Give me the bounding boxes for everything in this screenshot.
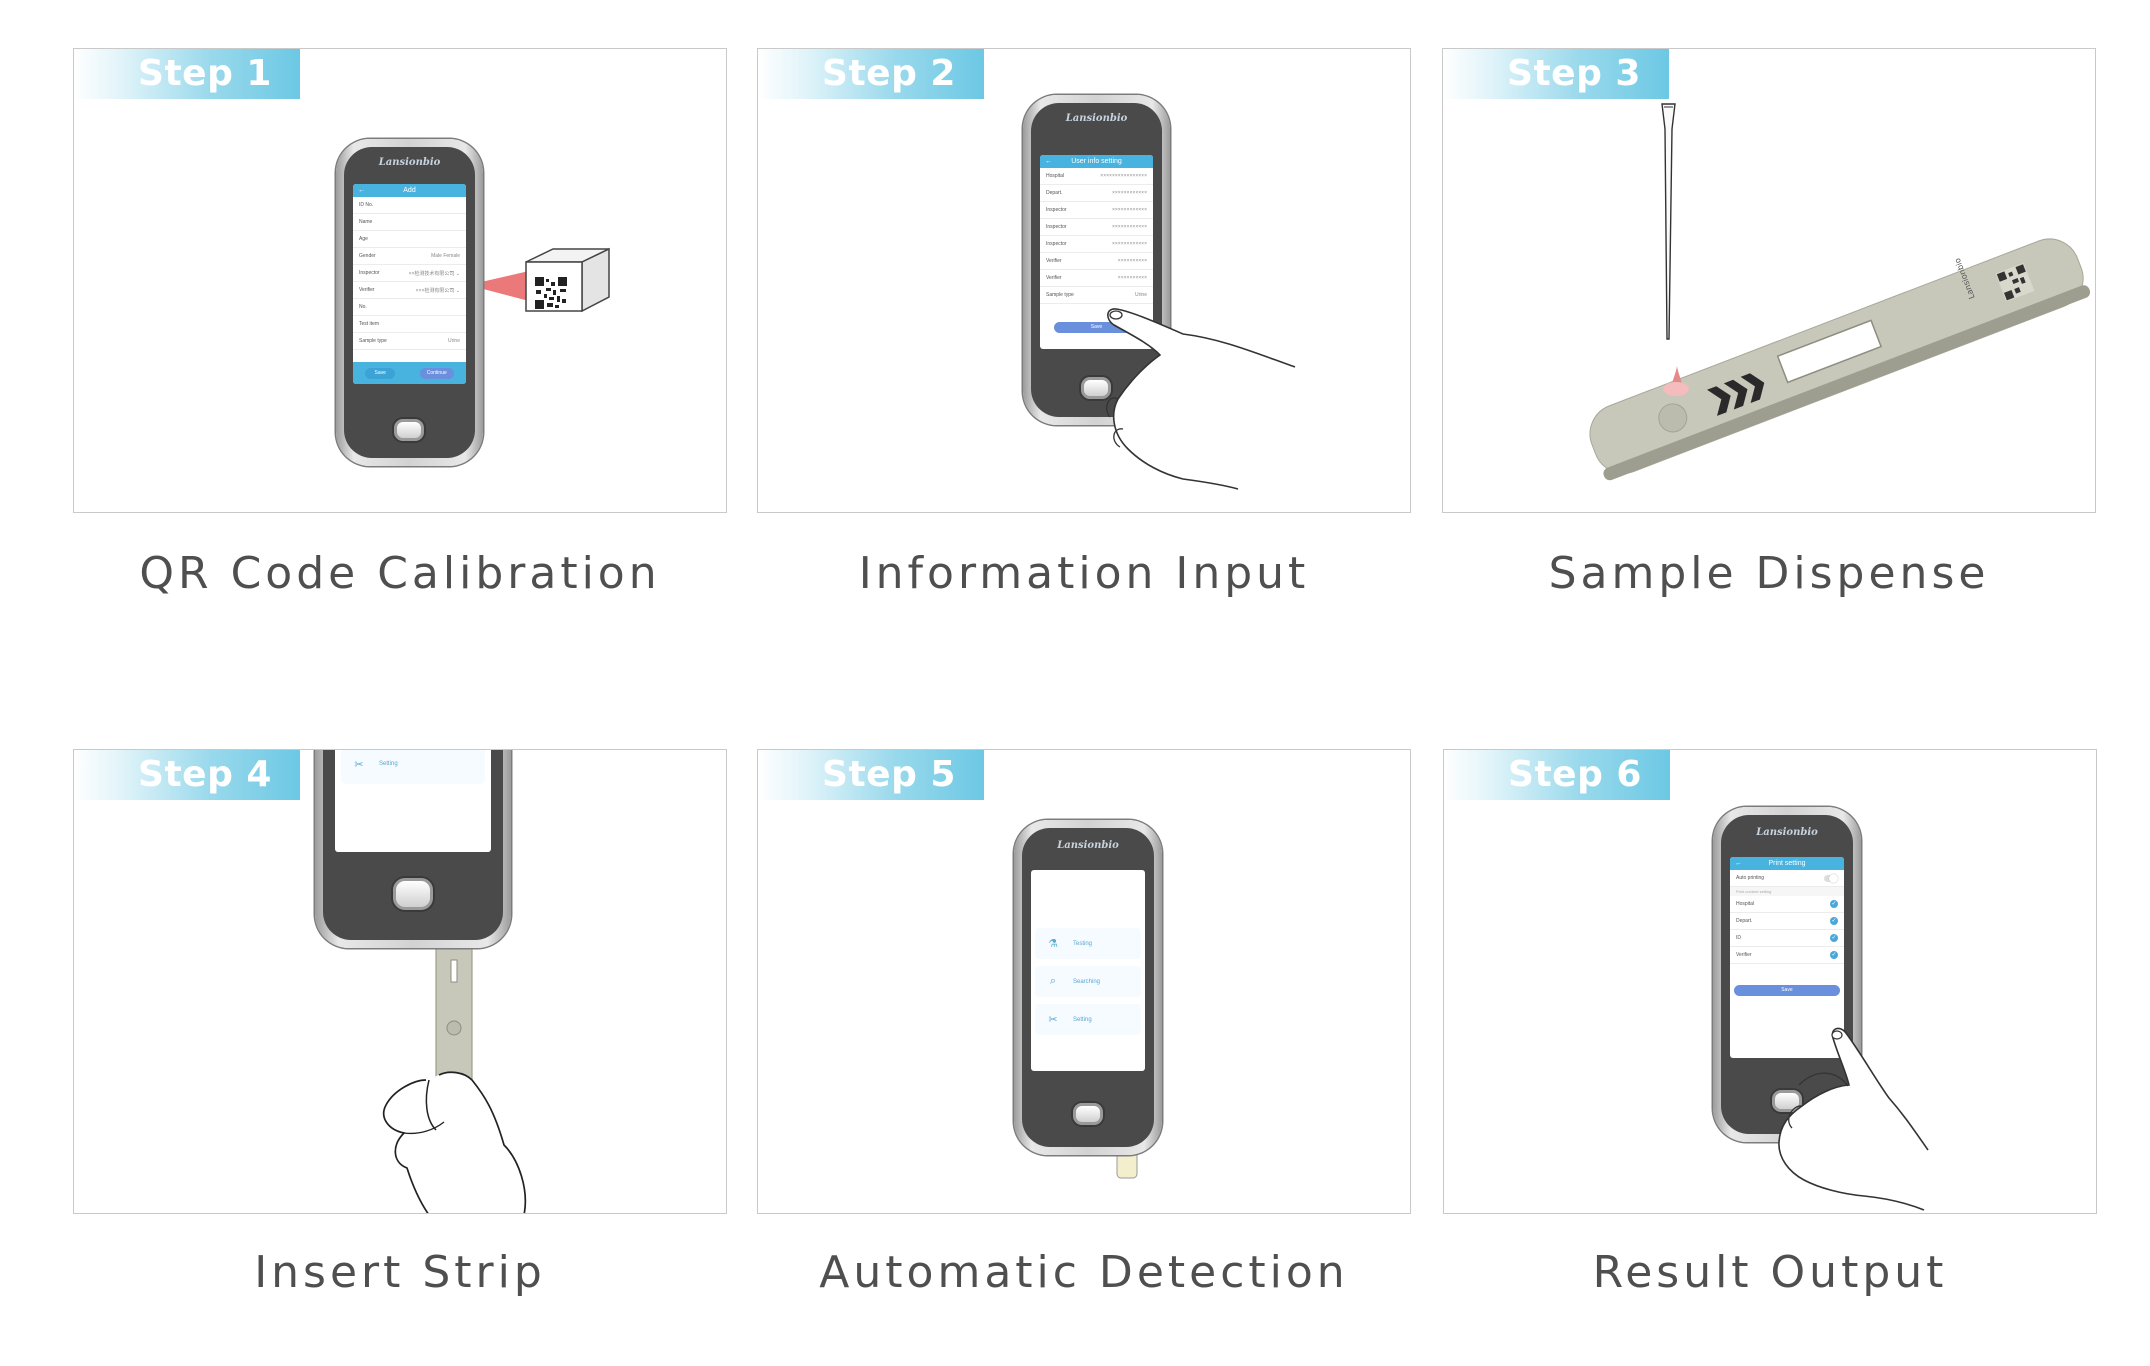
toggle-switch[interactable] bbox=[1824, 873, 1838, 883]
hand-tapping-illustration bbox=[1106, 308, 1296, 490]
step-3-caption: Sample Dispense bbox=[1548, 548, 1990, 599]
step-6-badge: Step 6 bbox=[1444, 750, 1670, 800]
back-arrow-icon[interactable]: ← bbox=[1735, 860, 1742, 867]
form-row[interactable]: Inspector×××××××××××× bbox=[1040, 202, 1153, 219]
menu-tile-setting[interactable]: ✂Setting bbox=[1035, 1004, 1141, 1035]
arrow-chevron-icon bbox=[1706, 373, 1765, 416]
step-1-badge: Step 1 bbox=[74, 49, 300, 99]
sample-dispense-illustration: Lansionbio bbox=[1589, 103, 2091, 481]
step-4-card: Step 4 ✂ Setting ©Copyright 2018 Nanjing… bbox=[73, 749, 727, 1214]
step-5-badge: Step 5 bbox=[758, 750, 984, 800]
auto-print-toggle-row[interactable]: Auto printing bbox=[1730, 870, 1844, 887]
step-4-caption: Insert Strip bbox=[254, 1247, 546, 1298]
wrench-icon: ✂ bbox=[1048, 1014, 1058, 1026]
analyzer-device: Lansionbio Lansionbio ⚗Testing ⌕Searchin… bbox=[1014, 820, 1162, 1155]
analyzer-device: Lansionbio ←Print setting Auto printing … bbox=[1713, 807, 1861, 1142]
check-row[interactable]: ID✓ bbox=[1730, 930, 1844, 947]
continue-button[interactable]: Continue bbox=[419, 367, 454, 379]
home-button[interactable] bbox=[393, 878, 433, 910]
form-row[interactable]: Verifier×××检测有限公司 ⌄ bbox=[353, 282, 466, 299]
strip-qr-icon bbox=[1995, 262, 2035, 302]
back-arrow-icon[interactable]: ← bbox=[1045, 158, 1052, 165]
qr-code-icon bbox=[534, 276, 568, 310]
search-icon: ⌕ bbox=[1049, 975, 1057, 987]
form-row[interactable]: No. bbox=[353, 299, 466, 316]
save-button[interactable]: Save bbox=[365, 367, 396, 379]
back-arrow-icon[interactable]: ← bbox=[358, 187, 365, 194]
test-strip: Lansionbio bbox=[1589, 238, 2091, 481]
check-row[interactable]: Verifier✓ bbox=[1730, 947, 1844, 964]
home-button[interactable] bbox=[1081, 377, 1111, 399]
step-5-card: Step 5 Lansionbio Lansionbio ⚗Testing ⌕S… bbox=[757, 749, 1411, 1214]
analyzer-device: ✂ Setting ©Copyright 2018 Nanjing Lansio… bbox=[315, 750, 511, 948]
checkmark-icon[interactable]: ✓ bbox=[1830, 900, 1838, 908]
form-row[interactable]: ID No. bbox=[353, 197, 466, 214]
step-2-caption: Information Input bbox=[858, 548, 1310, 599]
step-3-badge: Step 3 bbox=[1443, 49, 1669, 99]
save-button[interactable]: Save bbox=[1734, 985, 1840, 996]
wrench-icon: ✂ bbox=[354, 758, 364, 771]
device-screen: ✂ Setting ©Copyright 2018 Nanjing Lansio… bbox=[335, 750, 491, 852]
step-2-badge: Step 2 bbox=[758, 49, 984, 99]
save-button[interactable]: Save bbox=[1054, 322, 1139, 333]
step-2-card: Step 2 Lansionbio ←User info setting Hos… bbox=[757, 48, 1411, 513]
step-4-badge: Step 4 bbox=[74, 750, 300, 800]
qr-scan-illustration bbox=[468, 247, 610, 313]
form-row[interactable]: Verifier×××××××××× bbox=[1040, 253, 1153, 270]
menu-tile-setting[interactable]: ✂ Setting bbox=[341, 750, 485, 784]
home-button[interactable] bbox=[1772, 1090, 1802, 1112]
menu-tile-searching[interactable]: ⌕Searching bbox=[1035, 966, 1141, 997]
device-screen: ←User info setting Hospital×××××××××××××… bbox=[1040, 155, 1153, 349]
form-row[interactable]: Inspector×××××××××××× bbox=[1040, 219, 1153, 236]
step-5-caption: Automatic Detection bbox=[819, 1247, 1349, 1298]
hand-tapping-illustration bbox=[1778, 1027, 1929, 1211]
flask-icon: ⚗ bbox=[1048, 938, 1058, 950]
form-row[interactable]: Hospital×××××××××××××××× bbox=[1040, 168, 1153, 185]
form-row[interactable]: Depart.×××××××××××× bbox=[1040, 185, 1153, 202]
step-6-caption: Result Output bbox=[1592, 1247, 1948, 1298]
form-row[interactable]: Age bbox=[353, 231, 466, 248]
form-row[interactable]: Test item bbox=[353, 316, 466, 333]
check-row[interactable]: Depart.✓ bbox=[1730, 913, 1844, 930]
form-row[interactable]: Inspector××检测技术有限公司 ⌄ bbox=[353, 265, 466, 282]
step-6-card: Step 6 Lansionbio ←Print setting Auto pr… bbox=[1443, 749, 2097, 1214]
form-row[interactable]: Name bbox=[353, 214, 466, 231]
form-row[interactable]: Inspector×××××××××××× bbox=[1040, 236, 1153, 253]
device-screen: Lansionbio ⚗Testing ⌕Searching ✂Setting … bbox=[1031, 870, 1145, 1071]
form-row[interactable]: Verifier×××××××××× bbox=[1040, 270, 1153, 287]
step-1-caption: QR Code Calibration bbox=[139, 548, 661, 599]
home-button[interactable] bbox=[1073, 1103, 1103, 1125]
checkmark-icon[interactable]: ✓ bbox=[1830, 934, 1838, 942]
check-row[interactable]: Hospital✓ bbox=[1730, 896, 1844, 913]
insert-strip-illustration bbox=[382, 947, 527, 1213]
menu-tile-testing[interactable]: ⚗Testing bbox=[1035, 928, 1141, 959]
home-button[interactable] bbox=[394, 419, 424, 441]
brand-logo: Lansionbio bbox=[1037, 884, 1105, 897]
step-3-card: Step 3 Lansionbio bbox=[1442, 48, 2096, 513]
checkmark-icon[interactable]: ✓ bbox=[1830, 951, 1838, 959]
checkmark-icon[interactable]: ✓ bbox=[1830, 917, 1838, 925]
device-screen: ←Print setting Auto printing Print conte… bbox=[1730, 857, 1844, 1058]
pipette-tip bbox=[1661, 103, 1676, 340]
